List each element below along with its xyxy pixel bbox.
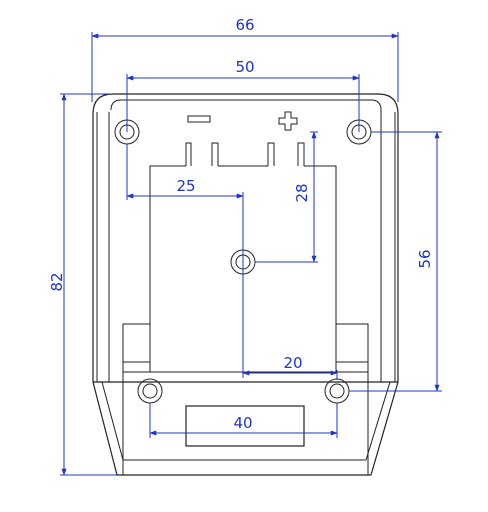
dim-vertical-offset: 28 [293,183,311,202]
lower-body-inner-right [365,381,391,461]
bottom-slot [185,405,305,447]
dim-right-offset: 20 [283,354,302,372]
dim-slot-width: 40 [233,414,252,432]
minus-symbol [187,115,211,123]
plus-symbol [278,111,298,131]
tab-3 [267,142,275,166]
dim-hole-spacing-vertical: 56 [416,249,434,268]
tab-1 [185,142,192,166]
dimension-labels: 66 50 82 25 28 56 20 40 [48,16,434,432]
dim-hole-spacing-top: 50 [235,58,254,76]
left-latch [122,323,151,372]
lower-body [92,381,399,476]
dim-overall-width: 66 [235,16,254,34]
dimension-lines [60,32,442,476]
tab-4 [297,142,305,166]
plate-outline [92,93,399,382]
dim-left-offset: 25 [176,177,195,195]
lower-body-inner-left [101,381,124,461]
dim-overall-height: 82 [48,272,66,291]
plate-inner-edge [110,99,382,111]
terminal-tabs [185,142,305,166]
tab-2 [211,142,219,166]
right-latch [335,323,369,372]
